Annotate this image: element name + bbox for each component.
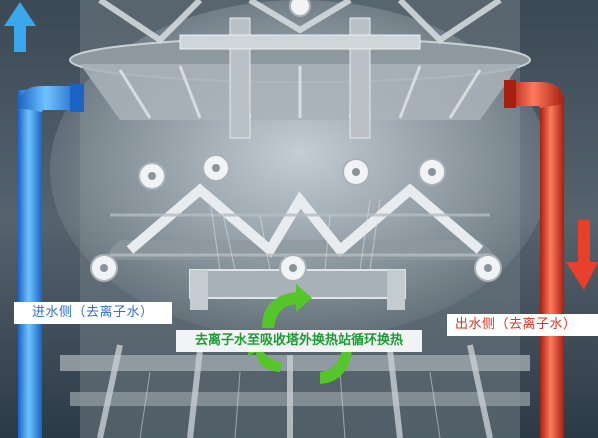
down-arrow-icon [566, 220, 598, 290]
lower-pipework [60, 344, 530, 438]
spray-nozzles [90, 0, 502, 282]
upper-distribution-plate [69, 17, 531, 139]
outlet-side-label: 出水侧（去离子水） [447, 314, 598, 336]
nozzle [289, 0, 311, 17]
nozzle [138, 162, 166, 190]
nozzle [342, 158, 370, 186]
inlet-side-label: 进水侧（去离子水） [14, 302, 172, 324]
nozzle [418, 158, 446, 186]
nozzle [90, 254, 118, 282]
top-trusses [98, 0, 502, 44]
circulation-label: 去离子水至吸收塔外换热站循环换热 [176, 330, 422, 352]
inlet-pipe [18, 84, 84, 438]
up-arrow-icon [4, 2, 36, 52]
nozzle [202, 154, 230, 182]
outlet-pipe [504, 80, 564, 438]
nozzle [279, 254, 307, 282]
nozzle [474, 254, 502, 282]
